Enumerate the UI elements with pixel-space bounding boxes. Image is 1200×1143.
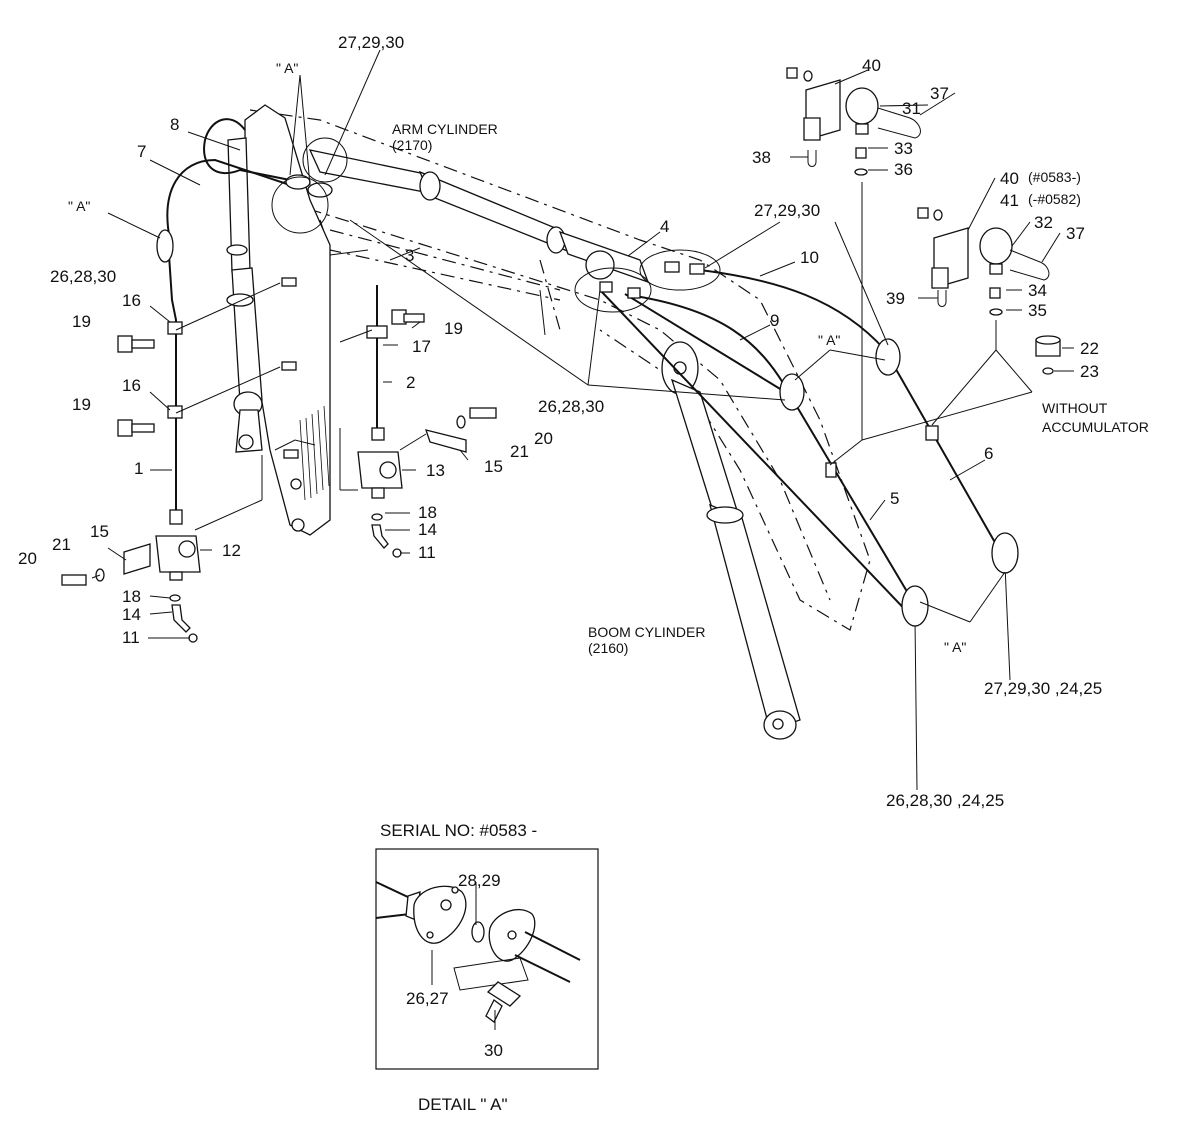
callout-27-29-30-top: 27,29,30 — [338, 33, 404, 52]
marker-a-mid: " A" — [818, 332, 840, 348]
callout-38: 38 — [752, 148, 771, 167]
callout-1: 1 — [134, 459, 143, 478]
serial-no-label: SERIAL NO: #0583 - — [380, 821, 537, 840]
callout-22: 22 — [1080, 339, 1099, 358]
detail-a-box — [375, 848, 599, 1070]
left-pipe-assembly — [61, 229, 201, 643]
callout-27-29-30-24-25: 27,29,30 ,24,25 — [984, 679, 1102, 698]
fitting-highlights — [574, 249, 721, 313]
callout-14b: 14 — [418, 520, 437, 539]
callout-7: 7 — [137, 142, 146, 161]
callout-12: 12 — [222, 541, 241, 560]
callout-20a: 20 — [18, 549, 37, 568]
bolt-19b — [117, 419, 155, 437]
callout-11a: 11 — [122, 628, 140, 647]
callout-18b: 18 — [418, 503, 437, 522]
callout-23: 23 — [1080, 362, 1099, 381]
callout-13: 13 — [426, 461, 445, 480]
callout-8: 8 — [170, 115, 179, 134]
callout-15b: 15 — [484, 457, 503, 476]
arm-cylinder-code: (2170) — [392, 137, 432, 153]
callout-41-note: (-#0582) — [1028, 191, 1081, 207]
callout-11b: 11 — [418, 543, 436, 562]
pipe-clamps — [779, 338, 1019, 627]
callout-19b: 19 — [72, 395, 91, 414]
callout-20b: 20 — [534, 429, 553, 448]
middle-pipe-assembly — [357, 285, 497, 558]
leader-lines — [91, 49, 1074, 639]
callout-40a: 40 — [862, 56, 881, 75]
callout-14a: 14 — [122, 605, 141, 624]
boom-pipes — [599, 269, 1011, 791]
callout-10: 10 — [800, 248, 819, 267]
callout-26-28-30-mid: 26,28,30 — [538, 397, 604, 416]
callout-35: 35 — [1028, 301, 1047, 320]
arm-cylinder-label: ARM CYLINDER — [392, 121, 498, 137]
accumulator-assembly-1 — [786, 67, 921, 176]
clamp-pads — [281, 277, 299, 459]
detail-callout-30: 30 — [484, 1041, 503, 1060]
callout-37a: 37 — [930, 84, 949, 103]
detail-callout-28-29: 28,29 — [458, 871, 501, 890]
without-accumulator-line1: WITHOUT — [1042, 400, 1108, 416]
plug-22 — [1035, 335, 1061, 375]
callout-26-28-30-24-25: 26,28,30 ,24,25 — [886, 791, 1004, 810]
callout-40b-note: (#0583-) — [1028, 169, 1081, 185]
callout-19c: 19 — [444, 319, 463, 338]
callout-32: 32 — [1034, 213, 1053, 232]
callout-9: 9 — [770, 311, 779, 330]
callout-40b: 40 — [1000, 169, 1019, 188]
callout-3: 3 — [405, 246, 414, 265]
without-accumulator-line2: ACCUMULATOR — [1042, 419, 1149, 435]
boom-cylinder-label: BOOM CYLINDER — [588, 624, 705, 640]
callout-21b: 21 — [510, 442, 529, 461]
callout-17: 17 — [412, 337, 431, 356]
callout-26-28-30-left: 26,28,30 — [50, 267, 116, 286]
callout-5: 5 — [890, 489, 899, 508]
callout-15a: 15 — [90, 522, 109, 541]
callout-18a: 18 — [122, 587, 141, 606]
callout-16a: 16 — [122, 291, 141, 310]
marker-a-top: " A" — [276, 60, 298, 76]
callout-19a: 19 — [72, 312, 91, 331]
text-labels: 27,29,30 " A" ARM CYLINDER (2170) 8 7 " … — [18, 33, 1149, 1114]
arm-cylinder — [308, 149, 650, 284]
callout-39: 39 — [886, 289, 905, 308]
section-ticks — [329, 249, 546, 336]
callout-33: 33 — [894, 139, 913, 158]
arm-body — [244, 104, 331, 536]
accumulator-assembly-2 — [917, 207, 1050, 316]
callout-34: 34 — [1028, 281, 1047, 300]
callout-41: 41 — [1000, 191, 1019, 210]
callout-21a: 21 — [52, 535, 71, 554]
detail-a-title: DETAIL " A" — [418, 1095, 508, 1114]
boom-arm-outline — [249, 109, 871, 631]
detail-callout-26-27: 26,27 — [406, 989, 449, 1008]
boom-cylinder — [661, 341, 801, 740]
arm-joint-pipes — [166, 118, 348, 241]
callout-27-29-30-mid: 27,29,30 — [754, 201, 820, 220]
marker-a-left: " A" — [68, 198, 90, 214]
callout-6: 6 — [984, 444, 993, 463]
marker-a-bottom: " A" — [944, 639, 966, 655]
callout-16b: 16 — [122, 376, 141, 395]
callout-4: 4 — [660, 217, 669, 236]
boom-cylinder-code: (2160) — [588, 640, 628, 656]
bolt-19a — [117, 335, 155, 353]
callout-2: 2 — [406, 373, 415, 392]
callout-36: 36 — [894, 160, 913, 179]
callout-31: 31 — [902, 99, 921, 118]
callout-37b: 37 — [1066, 224, 1085, 243]
